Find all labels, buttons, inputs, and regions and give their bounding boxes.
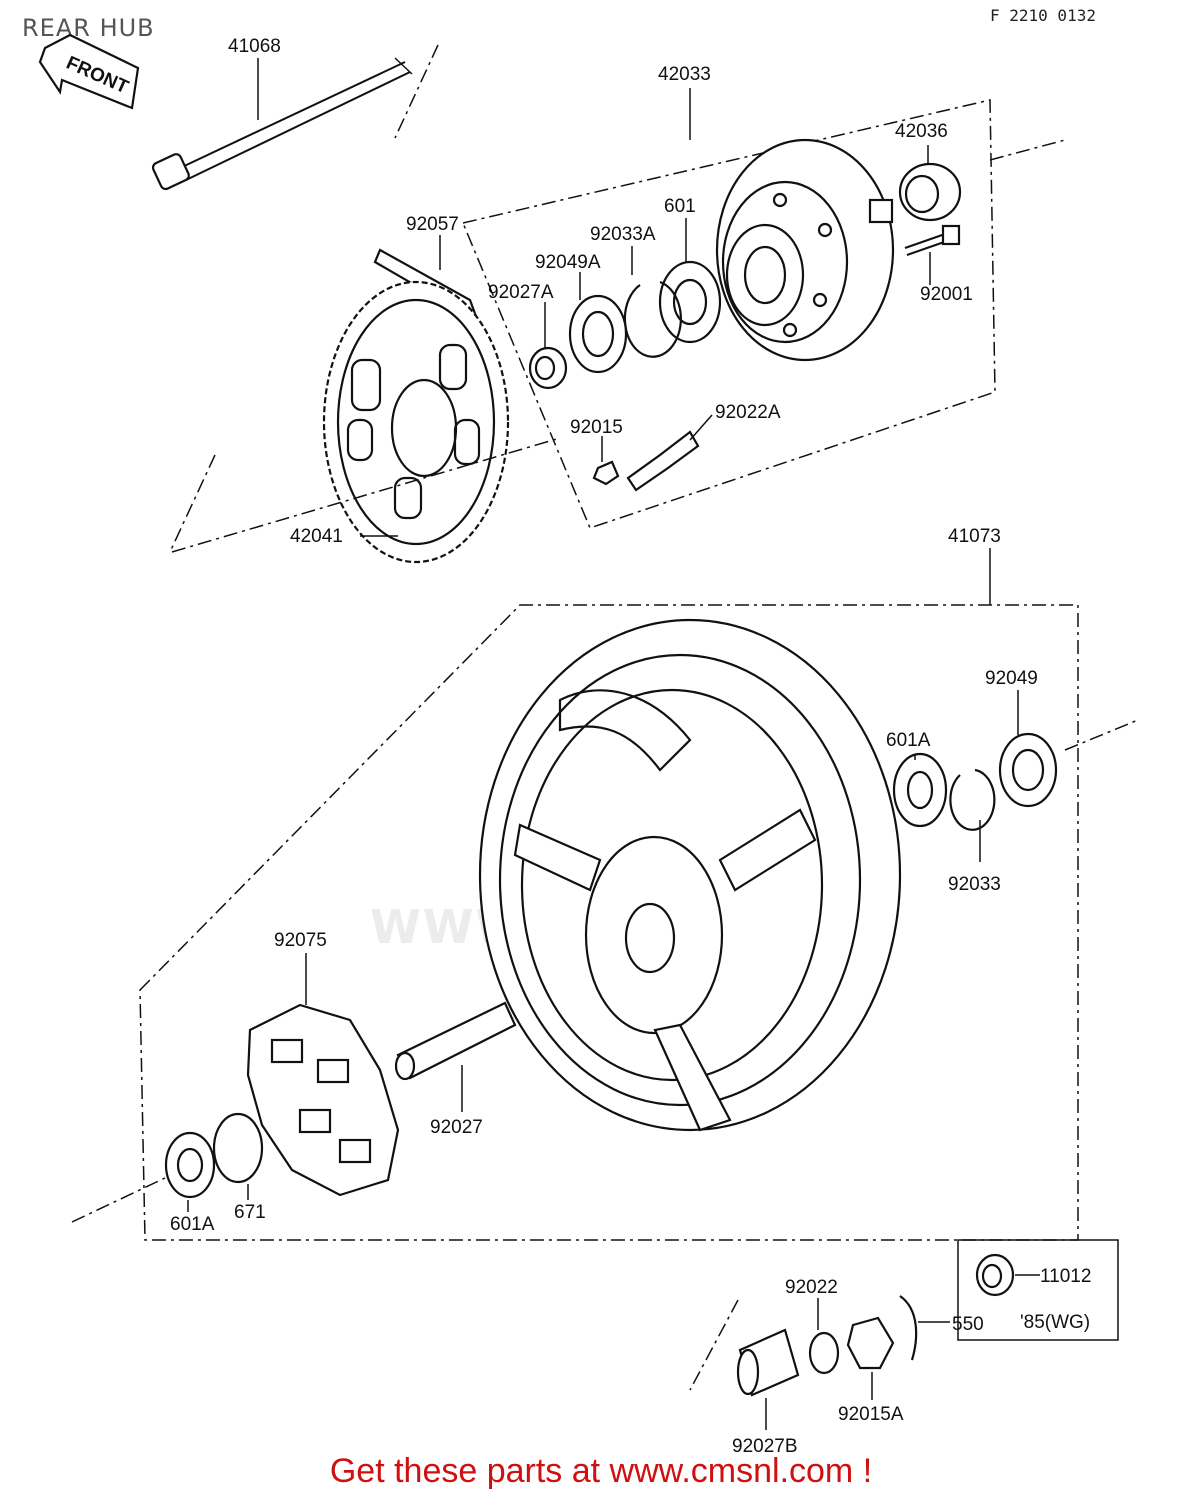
label-92022A: 92022A (715, 402, 781, 423)
lock-plate-92022A (626, 430, 700, 492)
page-title: REAR HUB (22, 14, 155, 42)
nut-92015 (592, 460, 620, 486)
circlip-92033A (623, 280, 682, 358)
bearing-601 (658, 260, 722, 344)
collar-92027B (736, 1328, 800, 1397)
label-42036: 42036 (895, 121, 948, 142)
sprocket-42041 (322, 280, 510, 564)
collar-92027 (394, 1001, 517, 1081)
collar-42036 (898, 162, 962, 222)
label-92057: 92057 (406, 214, 459, 235)
circlip-92033 (949, 768, 996, 831)
label-92015: 92015 (570, 417, 623, 438)
coupling-hub (715, 138, 895, 362)
label-92049: 92049 (985, 668, 1038, 689)
label-92049A: 92049A (535, 252, 601, 273)
label-601: 601 (664, 196, 696, 217)
label-92033A: 92033A (590, 224, 656, 245)
cotter-pin-550 (899, 1295, 918, 1361)
label-601A-top: 601A (886, 730, 931, 751)
label-85WG: '85(WG) (1020, 1312, 1090, 1333)
wheel-41073 (478, 618, 902, 1132)
label-11012: 11012 (1040, 1266, 1091, 1287)
label-601A-bottom: 601A (170, 1214, 215, 1235)
label-42033: 42033 (658, 64, 711, 85)
washer-92022 (808, 1331, 840, 1375)
label-550: 550 (952, 1314, 984, 1335)
bearing-601A-right (892, 752, 948, 828)
document-code: F 2210 0132 (990, 6, 1096, 25)
label-92027A: 92027A (488, 282, 554, 303)
label-92027B: 92027B (732, 1436, 798, 1457)
axle-41068 (151, 57, 413, 191)
o-ring-671 (212, 1112, 264, 1184)
oil-seal-92049A (568, 294, 628, 374)
footer-cta-link[interactable]: Get these parts at www.cmsnl.com ! (329, 1452, 873, 1490)
collar-92027A (528, 346, 568, 390)
oil-seal-92049 (998, 732, 1058, 808)
label-92075: 92075 (274, 930, 327, 951)
label-92001: 92001 (920, 284, 973, 305)
damper-92075 (246, 1003, 400, 1197)
front-arrow-icon: FRONT (38, 33, 140, 110)
collar-11012 (975, 1253, 1015, 1297)
label-92022: 92022 (785, 1277, 838, 1298)
label-92027: 92027 (430, 1117, 483, 1138)
bolt-92001 (904, 224, 961, 256)
label-92015A: 92015A (838, 1404, 904, 1425)
nut-92015A (846, 1316, 895, 1370)
bearing-601A-bottom (164, 1131, 216, 1199)
label-92033: 92033 (948, 874, 1001, 895)
label-41068: 41068 (228, 36, 281, 57)
label-42041: 42041 (290, 526, 343, 547)
label-671: 671 (234, 1202, 266, 1223)
label-41073: 41073 (948, 526, 1001, 547)
